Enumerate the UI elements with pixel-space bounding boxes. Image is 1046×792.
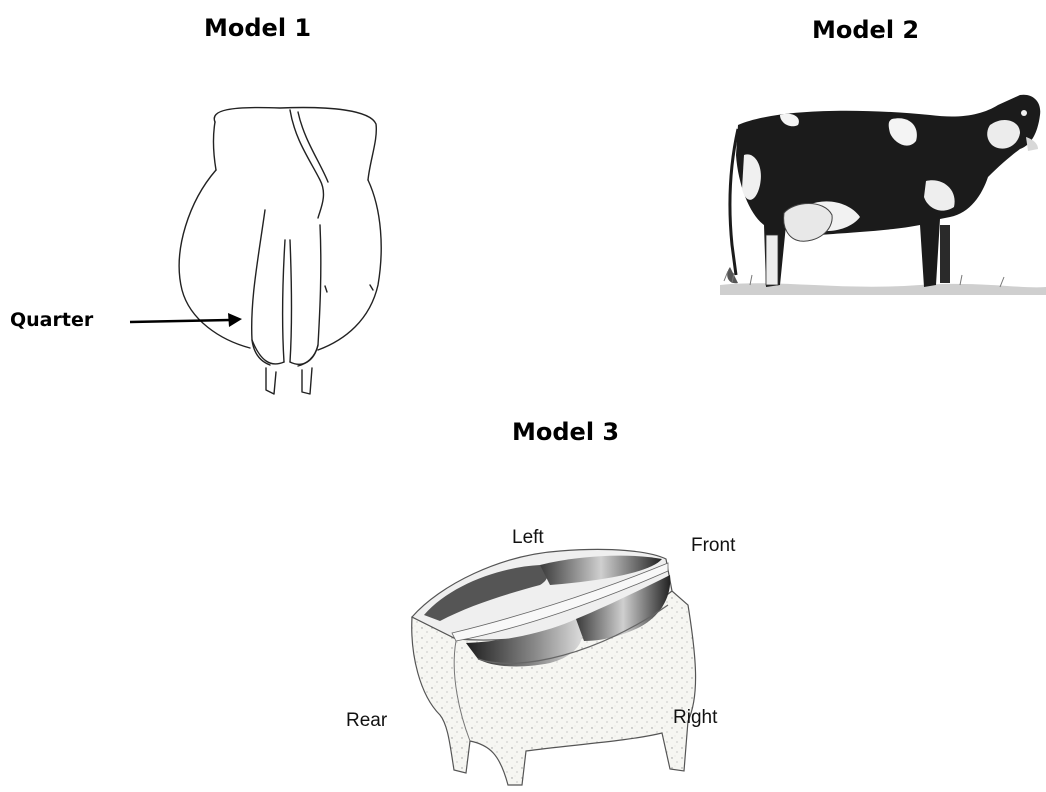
quarter-callout-label: Quarter — [10, 309, 93, 331]
udder-cutaway-diagram — [400, 545, 730, 790]
udder-label-front: Front — [691, 535, 735, 557]
model-2-title: Model 2 — [812, 16, 919, 44]
udder-rear-view-drawing — [170, 100, 390, 400]
quarter-pointer-arrow — [128, 308, 248, 334]
model-1-title: Model 1 — [204, 14, 311, 42]
udder-label-left: Left — [512, 527, 544, 549]
udder-label-rear: Rear — [346, 710, 387, 732]
model-3-title: Model 3 — [512, 418, 619, 446]
udder-label-right: Right — [673, 707, 717, 729]
cow-side-view-illustration — [720, 85, 1046, 300]
